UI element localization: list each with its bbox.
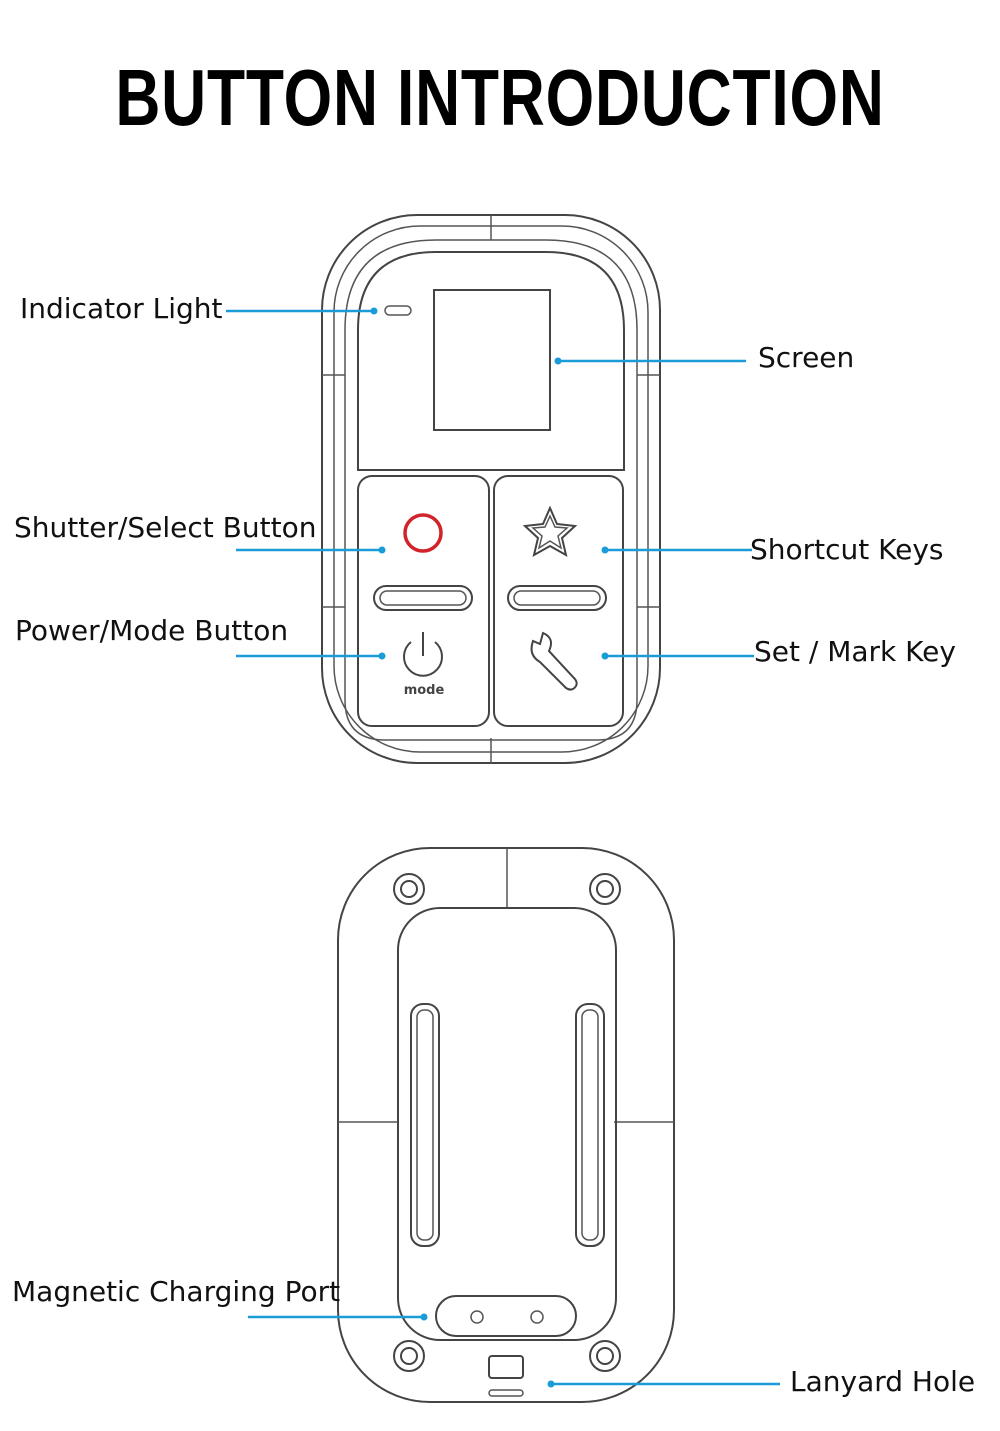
- wrench-icon[interactable]: [530, 631, 578, 691]
- callout-screen: Screen: [554, 341, 854, 374]
- callout-lanyard-hole: Lanyard Hole: [547, 1365, 975, 1398]
- lanyard-hole: [488, 1355, 524, 1379]
- callout-power-mode: Power/Mode Button: [15, 614, 386, 660]
- right-button-panel: [493, 475, 624, 727]
- remote-front-view: mode: [321, 214, 661, 764]
- record-circle-icon[interactable]: [403, 513, 443, 553]
- remote-back-view: [337, 847, 675, 1403]
- page-title: BUTTON INTRODUCTION: [115, 53, 885, 142]
- label-screen: Screen: [758, 341, 854, 374]
- label-shutter-select: Shutter/Select Button: [14, 511, 316, 544]
- star-icon[interactable]: [522, 505, 578, 557]
- label-shortcut-keys: Shortcut Keys: [750, 533, 944, 566]
- left-button-panel: [357, 475, 490, 727]
- callout-magnetic-charging: Magnetic Charging Port: [12, 1275, 428, 1321]
- label-power-mode: Power/Mode Button: [15, 614, 288, 647]
- screen: [433, 289, 551, 431]
- label-set-mark: Set / Mark Key: [754, 635, 956, 668]
- mode-text: mode: [404, 683, 445, 698]
- power-icon[interactable]: [403, 632, 443, 677]
- label-lanyard-hole: Lanyard Hole: [790, 1365, 975, 1398]
- label-magnetic-charging: Magnetic Charging Port: [12, 1275, 340, 1308]
- callout-set-mark: Set / Mark Key: [601, 635, 956, 668]
- callout-shutter-select: Shutter/Select Button: [14, 511, 386, 554]
- magnetic-charging-port: [435, 1295, 577, 1337]
- callout-shortcut-keys: Shortcut Keys: [601, 533, 944, 566]
- callout-indicator-light: Indicator Light: [20, 292, 378, 325]
- indicator-light: [384, 305, 412, 316]
- label-indicator-light: Indicator Light: [20, 292, 223, 325]
